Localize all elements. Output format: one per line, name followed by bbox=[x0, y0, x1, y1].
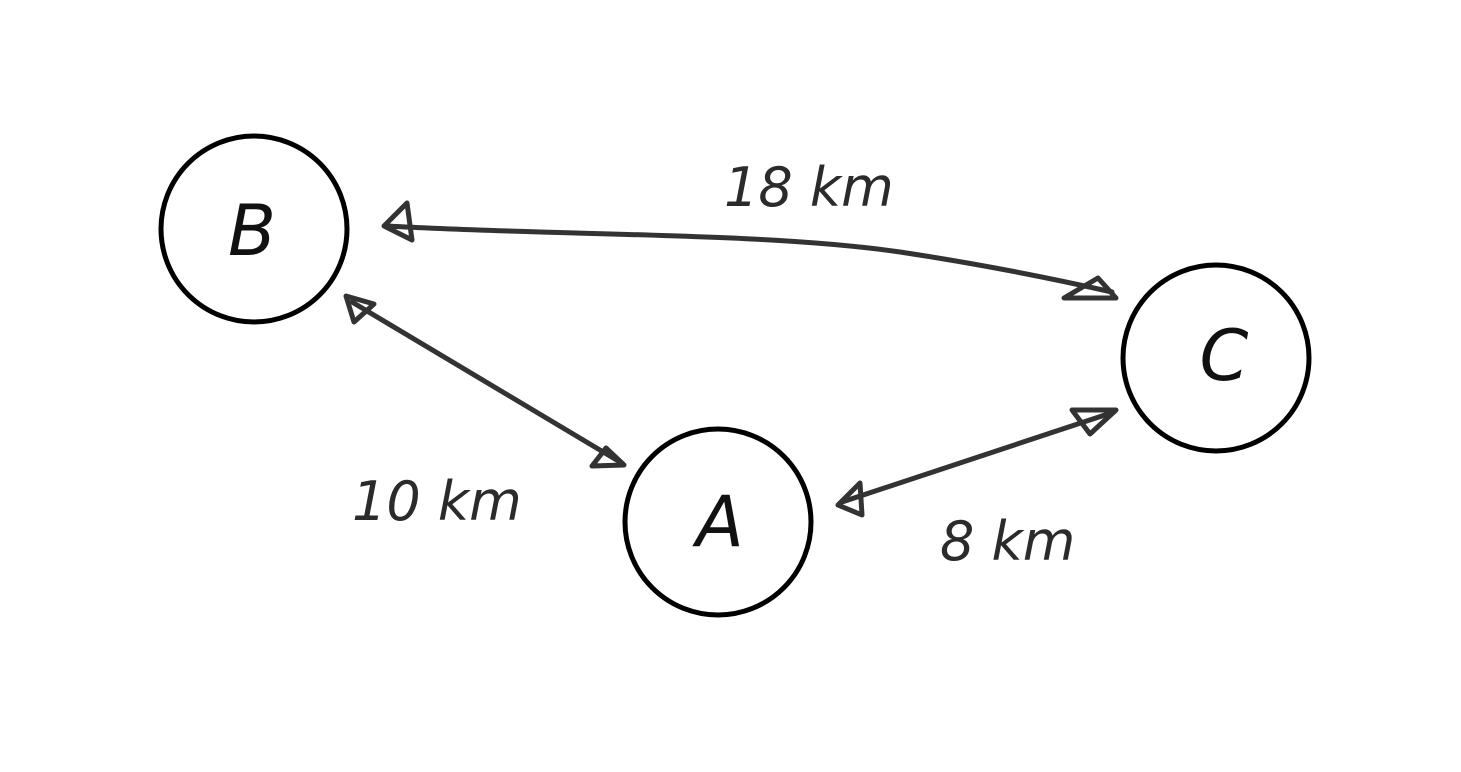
edge-b-c-arrowhead-b bbox=[381, 200, 415, 243]
edge-b-c-line bbox=[385, 223, 1115, 295]
edge-a-c-line bbox=[839, 409, 1117, 505]
edge-a-c bbox=[835, 407, 1119, 518]
edge-b-c-arrowhead-c bbox=[1061, 275, 1119, 301]
node-b-label: B bbox=[228, 190, 276, 272]
edge-a-c-arrowhead-c bbox=[1069, 407, 1119, 437]
edge-b-c-distance-label: 18 km bbox=[724, 156, 894, 219]
edge-a-b-arrowhead-b bbox=[343, 293, 377, 325]
node-b-circle bbox=[158, 133, 350, 325]
edge-a-b-arrowhead-a bbox=[589, 445, 627, 469]
edge-a-b bbox=[343, 293, 627, 469]
edge-a-b-distance-label: 10 km bbox=[352, 470, 522, 533]
edge-b-c bbox=[381, 200, 1119, 301]
edge-a-b-line bbox=[349, 299, 623, 465]
node-a-circle bbox=[622, 426, 814, 618]
node-b: B bbox=[158, 133, 350, 325]
edge-a-c-distance-label: 8 km bbox=[940, 510, 1075, 573]
edge-a-c-arrowhead-a bbox=[835, 480, 865, 518]
node-a: A bbox=[622, 426, 814, 618]
node-a-label: A bbox=[692, 481, 744, 563]
node-c-label: C bbox=[1200, 315, 1249, 397]
node-c: C bbox=[1120, 262, 1312, 454]
node-c-circle bbox=[1120, 262, 1312, 454]
